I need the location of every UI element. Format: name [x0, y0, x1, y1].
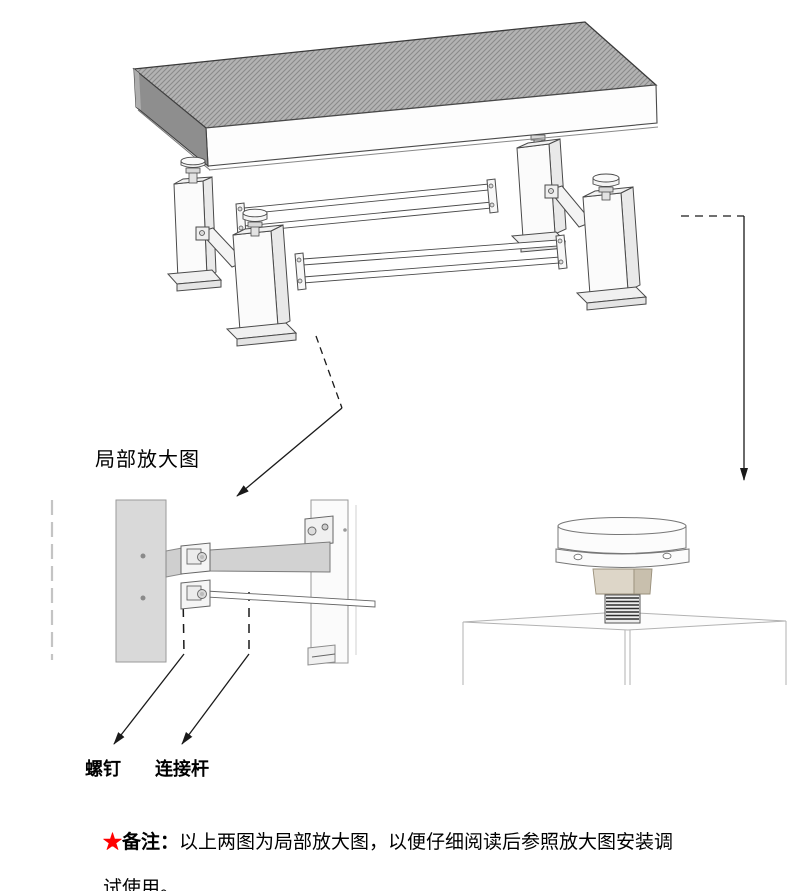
detail-connecting-plate	[209, 541, 331, 573]
note-block: ★备注：以上两图为局部放大图，以便仔细阅读后参照放大图安装调 试使用。	[103, 820, 743, 891]
callout-guides	[113, 215, 748, 745]
main-assembly	[132, 21, 659, 347]
detail-hex-nut	[592, 568, 653, 595]
star-icon: ★	[103, 832, 123, 853]
left-detail-view	[50, 499, 376, 666]
detail-upper-bracket	[180, 542, 211, 575]
note-line1: 以上两图为局部放大图，以便仔细阅读后参照放大图安装调	[179, 832, 674, 853]
leader-screw	[113, 591, 185, 745]
leveling-foot-front-right	[592, 173, 620, 201]
leveling-foot-rear-left	[180, 156, 206, 184]
leveling-foot-front-left	[242, 208, 268, 237]
detail-view-title: 局部放大图	[95, 449, 200, 471]
callout-screw-label: 螺钉	[85, 759, 121, 779]
detail-upper-right-bracket	[304, 515, 347, 547]
note-title: 备注：	[122, 832, 180, 853]
detail-threaded-stud	[604, 594, 641, 624]
leg-front-left	[225, 208, 298, 347]
detail-rod	[205, 590, 376, 608]
detail-lower-bracket	[180, 579, 211, 610]
detail-disc-cap	[555, 517, 690, 568]
leg-front-right	[575, 173, 648, 311]
note-line2: 试使用。	[103, 878, 180, 891]
tabletop	[132, 21, 659, 171]
arrow-to-right-detail	[681, 215, 748, 481]
right-detail-view	[462, 517, 787, 685]
front-crossbar	[294, 234, 568, 291]
arrow-to-left-detail	[236, 335, 343, 497]
callout-rod-label: 连接杆	[155, 759, 209, 779]
detail-lower-right-bracket	[307, 644, 336, 666]
leader-rod	[181, 592, 250, 745]
